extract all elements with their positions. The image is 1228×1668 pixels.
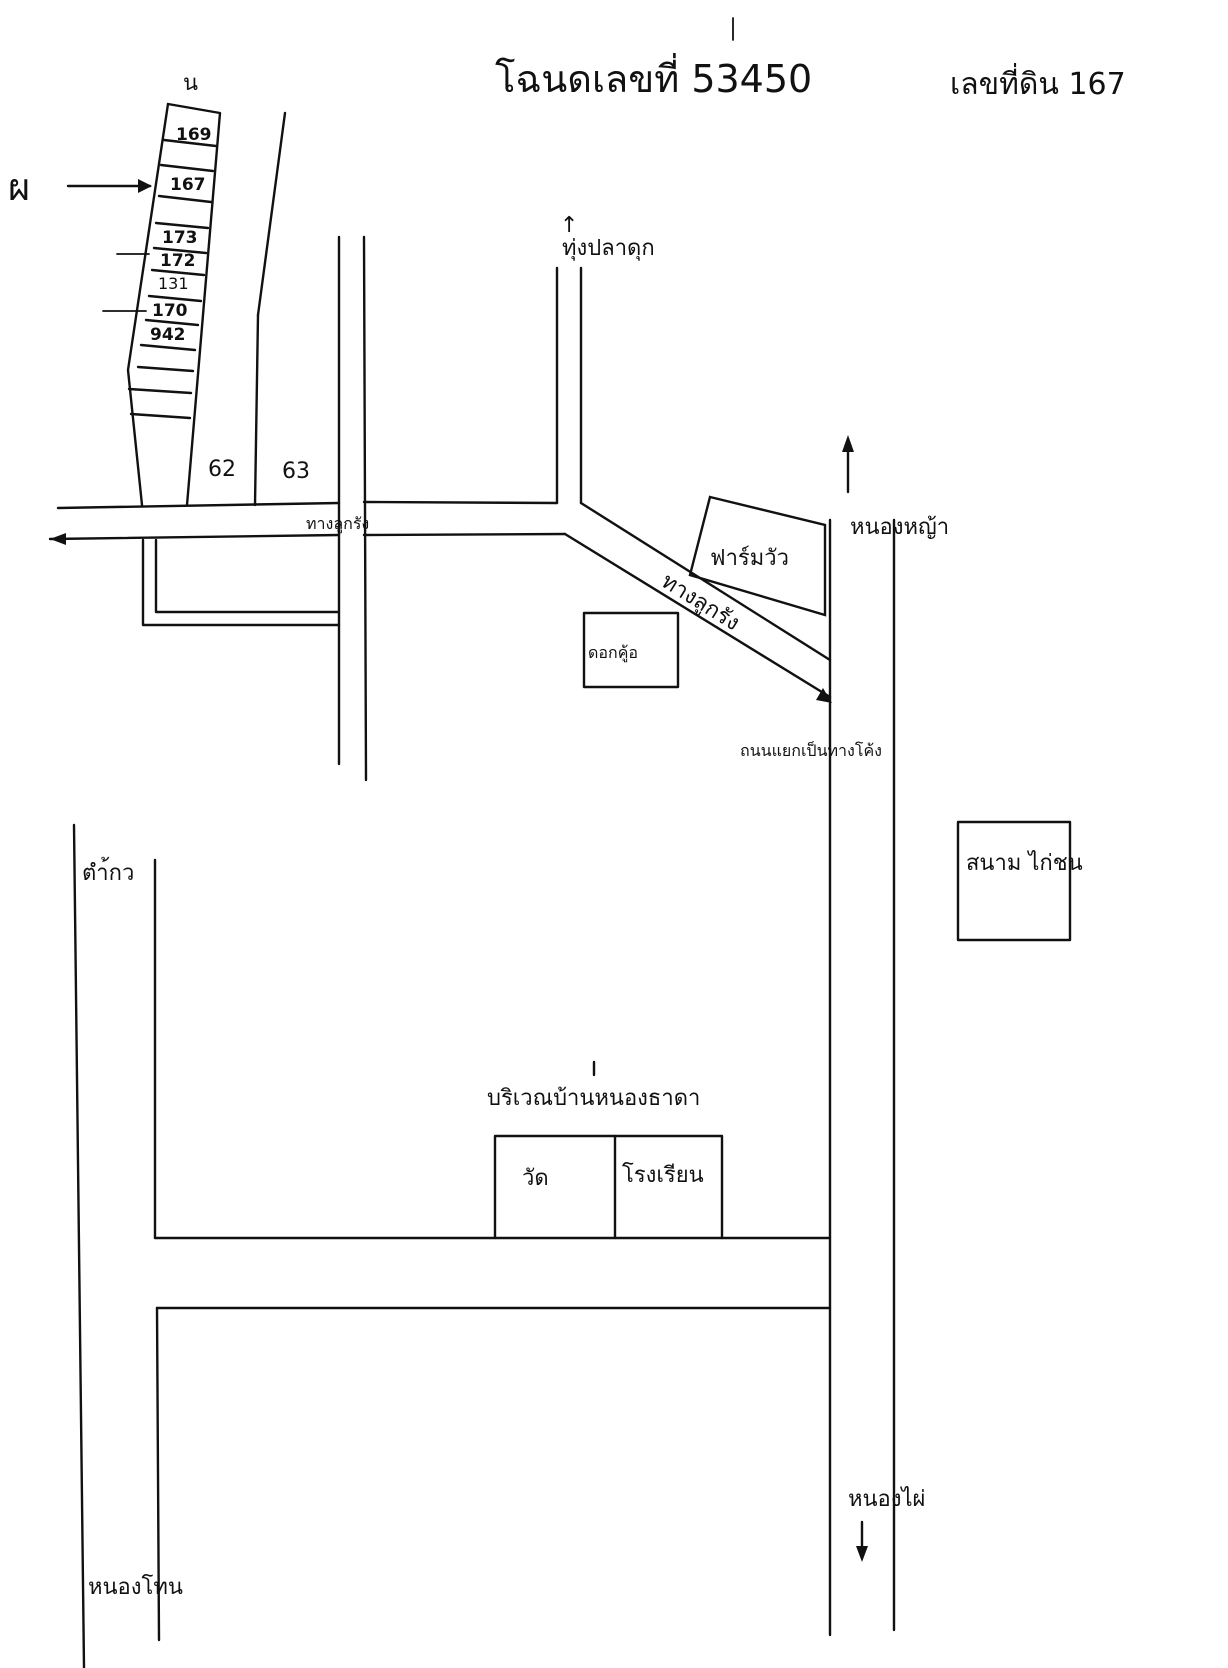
lot-divider — [159, 163, 215, 173]
label-nong-khai: หนองไผ่ — [848, 1486, 925, 1512]
road-label-upper: ทางลูกรัง — [306, 514, 369, 534]
lot-942: 942 — [150, 325, 186, 345]
label-tam: ตำ้กว — [82, 857, 134, 886]
deed-number: โฉนดเลขที่ 53450 — [495, 53, 812, 101]
lot-172: 172 — [160, 251, 196, 271]
road-west-inner-bottom — [155, 1306, 161, 1642]
label-cockfight: สนาม ไก่ชน — [966, 850, 1083, 876]
subject-marker: ผ — [8, 165, 30, 209]
plot-outline — [141, 538, 341, 627]
lot-divider — [129, 412, 192, 420]
lot-169: 169 — [176, 125, 212, 145]
label-nong-bua: หนองโทน — [88, 1574, 183, 1600]
road-vertical-right-edge — [362, 235, 368, 782]
road-diagonal-upper — [579, 501, 832, 662]
parcel-number: เลขที่ดิน 167 — [950, 63, 1126, 102]
road-edge — [253, 313, 260, 507]
road-laterite-upper — [48, 500, 567, 541]
label-farm: ฟาร์มวัว — [710, 546, 789, 571]
lot-divider — [136, 365, 195, 373]
lot-strip — [126, 102, 222, 507]
plot-63: 63 — [282, 459, 310, 484]
lot-divider — [144, 318, 200, 327]
lot-divider — [127, 387, 193, 395]
label-house: ดอกคู้อ — [588, 643, 638, 663]
lot-divider — [154, 221, 210, 230]
lot-170: 170 — [152, 301, 188, 321]
curve-note: ถนนแยกเป็นทางโค้ง — [740, 740, 882, 760]
road-edge — [256, 111, 287, 317]
road-diagonal-lower — [563, 532, 832, 699]
lot-divider — [150, 268, 206, 277]
label-nong-ya: หนองหญ้า — [850, 515, 949, 540]
label-thung-pla: ทุ่งปลาดุก — [562, 236, 655, 261]
lot-strip-left-edge — [126, 102, 170, 507]
plot-outline — [154, 538, 341, 614]
label-village: บริเวณบ้านหนองธาดา — [487, 1086, 700, 1111]
label-school: โรงเรียน — [622, 1162, 704, 1188]
lot-131: 131 — [158, 274, 189, 293]
farm-plot — [688, 495, 827, 617]
cockfight-plot — [956, 820, 1072, 942]
village-block — [493, 1134, 724, 1240]
lot-divider — [157, 194, 213, 204]
north-arrow-head — [842, 435, 854, 452]
lot-divider — [139, 343, 197, 352]
north-arrow-small: ↑ — [560, 213, 578, 238]
lot-divider — [162, 138, 218, 148]
diagonal-arrow-head — [816, 688, 832, 703]
lot-173: 173 — [162, 228, 198, 248]
lot-strip-right-edge — [166, 102, 222, 507]
lot-167: 167 — [170, 175, 206, 195]
north-marker: น — [183, 71, 198, 96]
south-arrow-head — [856, 1546, 868, 1562]
house-plot — [582, 611, 680, 689]
plot-62: 62 — [208, 457, 236, 482]
lot-divider — [147, 294, 203, 303]
lot-divider — [152, 246, 208, 255]
road-west-outer — [72, 823, 86, 1668]
subject-arrow-head — [138, 179, 152, 193]
label-temple: วัด — [522, 1166, 549, 1191]
west-arrow — [50, 533, 66, 545]
